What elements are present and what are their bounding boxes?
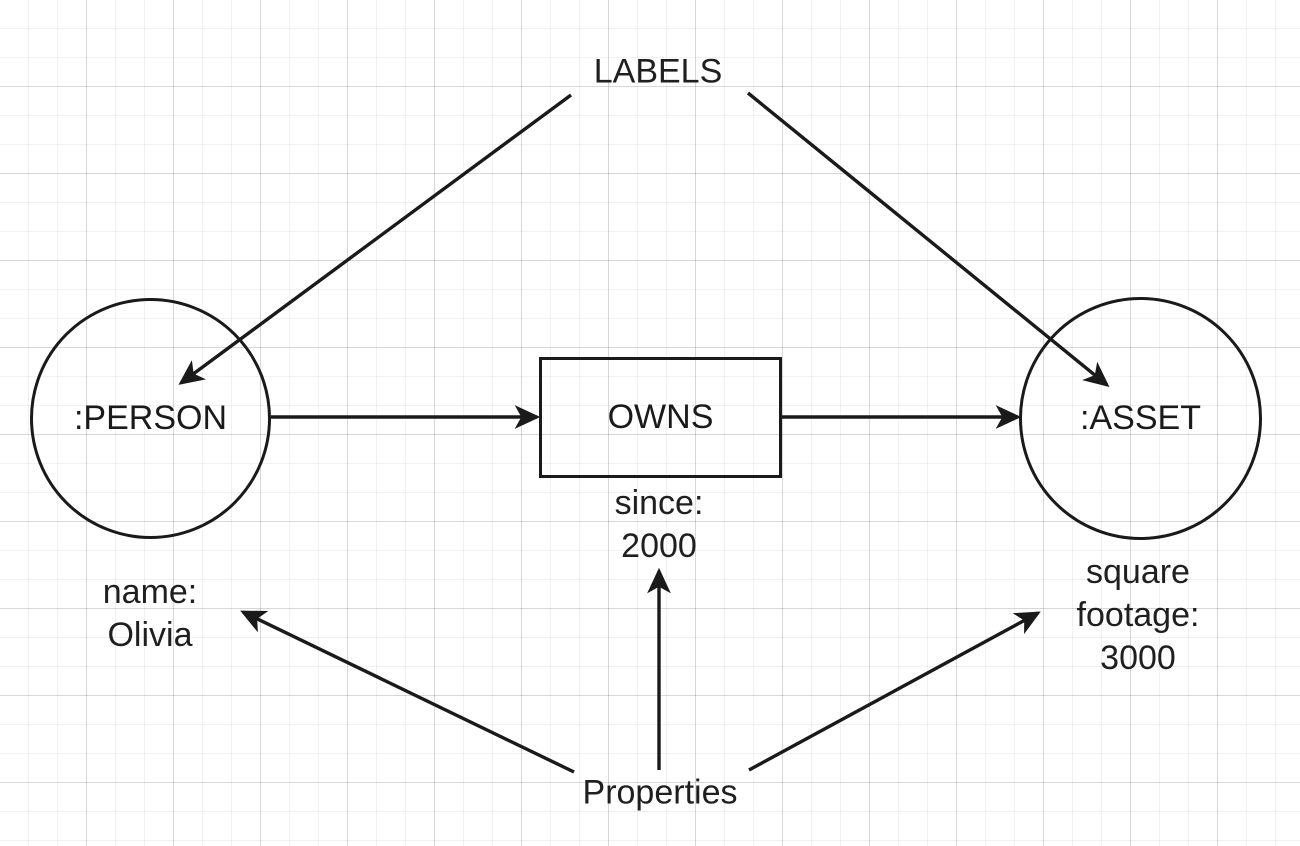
- person-property-text: name: Olivia: [102, 573, 198, 654]
- node-owns[interactable]: OWNS: [539, 357, 782, 478]
- edge-properties-to-person-property: [240, 610, 575, 774]
- edge-labels-to-person: [178, 93, 573, 385]
- node-asset[interactable]: :ASSET: [1019, 297, 1262, 540]
- node-owns-label: OWNS: [607, 397, 714, 436]
- edge-properties-to-asset-property: [748, 611, 1041, 772]
- edge-labels-to-asset: [746, 91, 1110, 388]
- node-asset-label: :ASSET: [1080, 398, 1201, 437]
- labels-callout-text: LABELS: [593, 52, 723, 91]
- asset-property-text: square footage: 3000: [1076, 552, 1200, 677]
- properties-callout-text: Properties: [582, 773, 738, 812]
- node-person-label: :PERSON: [73, 398, 228, 437]
- node-person[interactable]: :PERSON: [30, 298, 271, 539]
- relationship-property-text: since: 2000: [614, 484, 704, 565]
